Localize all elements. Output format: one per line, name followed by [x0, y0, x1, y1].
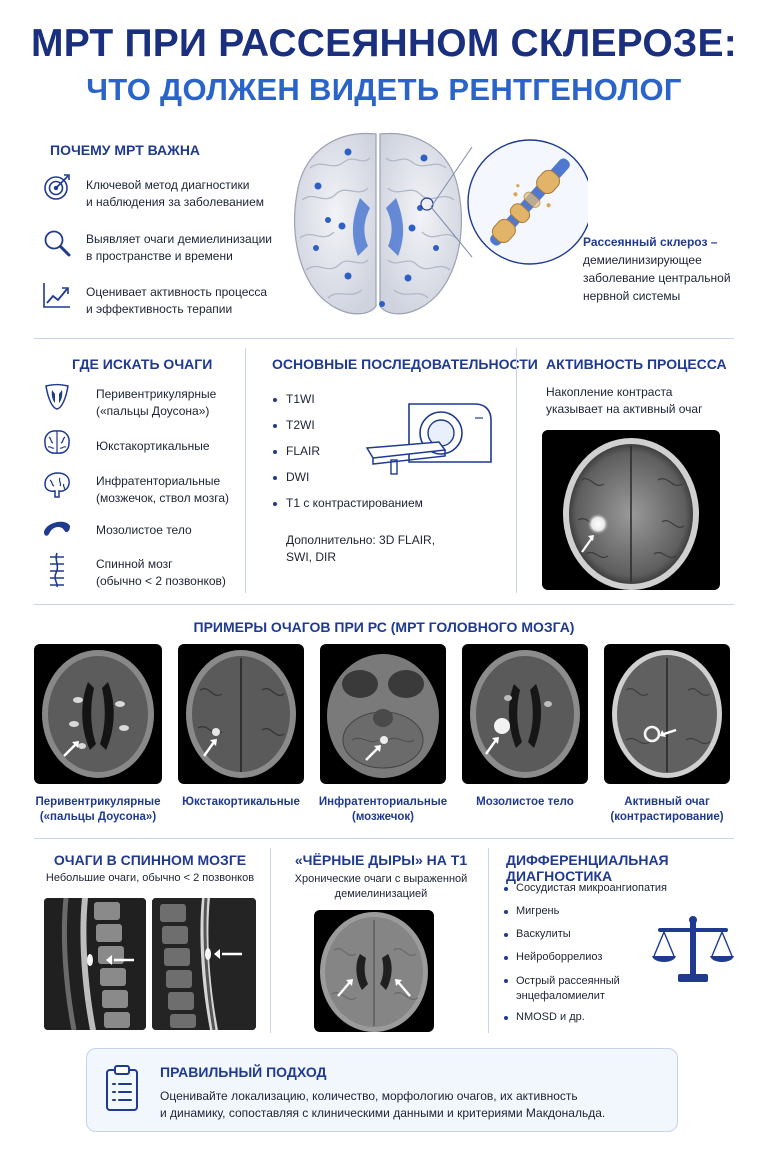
page-subtitle: ЧТО ДОЛЖЕН ВИДЕТЬ РЕНТГЕНОЛОГ — [86, 72, 682, 107]
where-section-title: ГДЕ ИСКАТЬ ОЧАГИ — [72, 356, 213, 372]
where-item-3: Инфратенториальные(мозжечок, ствол мозга… — [96, 474, 229, 505]
brain-illustration — [294, 132, 462, 315]
spinal-subtitle: Небольшие очаги, обычно < 2 позвонков — [45, 872, 255, 884]
target-icon — [44, 174, 70, 200]
sequence-item: FLAIR — [272, 444, 321, 458]
spinal-section-title: ОЧАГИ В СПИННОМ МОЗГЕ — [53, 852, 247, 868]
divider — [245, 348, 246, 593]
diff-item: NMOSD и др. — [504, 1011, 585, 1023]
myelin-zoom-icon — [430, 139, 588, 265]
example-image-periventricular — [34, 644, 162, 784]
mri-scanner-icon — [365, 403, 492, 475]
diff-item: Нейроборрелиоз — [503, 951, 603, 963]
approach-box — [86, 1048, 678, 1132]
example-image-juxtacortical — [178, 644, 304, 784]
example-caption-4: Мозолистое тело — [476, 796, 574, 808]
divider — [34, 338, 734, 339]
divider — [34, 604, 734, 605]
sequence-item: T1 с контрастированием — [273, 496, 423, 510]
sequences-section-title: ОСНОВНЫЕ ПОСЛЕДОВАТЕЛЬНОСТИ — [272, 356, 538, 372]
example-image-active-lesion — [604, 644, 730, 784]
ventricles-icon — [45, 383, 69, 410]
spinal-mri-image-1 — [44, 898, 146, 1030]
cerebellum-icon — [44, 472, 70, 498]
approach-text: Оценивайте локализацию, количество, морф… — [160, 1089, 606, 1120]
example-caption-1: Перивентрикулярные(«пальцы Доусона») — [35, 796, 161, 823]
diff-item: Васкулиты — [504, 928, 571, 940]
where-item-4: Мозолистое тело — [96, 523, 192, 537]
divider — [270, 848, 271, 1033]
where-item-2: Юкстакортикальные — [96, 439, 210, 453]
sequence-item: T2WI — [273, 418, 315, 432]
brain-icon — [44, 430, 70, 454]
scales-icon — [652, 916, 734, 982]
example-image-corpus-callosum — [462, 644, 588, 784]
trend-chart-icon — [43, 283, 70, 308]
diff-item: Сосудистая микроангиопатия — [504, 882, 667, 894]
where-item-1: Перивентрикулярные(«пальцы Доусона») — [96, 387, 217, 418]
black-holes-mri-image — [314, 910, 434, 1032]
clipboard-icon — [106, 1065, 138, 1111]
black-holes-section-title: «ЧЁРНЫЕ ДЫРЫ» НА Т1 — [294, 852, 468, 868]
activity-section-title: АКТИВНОСТЬ ПРОЦЕССА — [546, 356, 727, 372]
diff-section-title: ДИФФЕРЕНЦИАЛЬНАЯ ДИАГНОСТИКА — [506, 852, 669, 884]
ms-definition: Рассеянный склероз – демиелинизирующее з… — [583, 235, 731, 303]
example-caption-3: Инфратенториальные(мозжечок) — [318, 796, 448, 823]
where-item-5: Спинной мозг(обычно < 2 позвонков) — [96, 557, 226, 588]
divider — [488, 848, 489, 1033]
sequences-extra: Дополнительно: 3D FLAIR,SWI, DIR — [286, 533, 436, 564]
divider — [516, 348, 517, 593]
why-section-title: ПОЧЕМУ МРТ ВАЖНА — [50, 142, 201, 158]
diff-item: Мигрень — [503, 905, 560, 917]
magnifier-icon — [44, 230, 71, 257]
examples-section-title: ПРИМЕРЫ ОЧАГОВ ПРИ РС (МРТ ГОЛОВНОГО МОЗ… — [193, 619, 575, 635]
corpus-callosum-icon — [44, 521, 70, 536]
spinal-mri-image-2 — [152, 898, 256, 1030]
sequence-item: T1WI — [273, 392, 315, 406]
example-image-infratentorial — [320, 644, 446, 784]
example-caption-2: Юкстакортикальные — [182, 796, 300, 808]
spine-icon — [50, 552, 64, 588]
approach-title: ПРАВИЛЬНЫЙ ПОДХОД — [160, 1064, 327, 1080]
page-title: МРТ ПРИ РАССЕЯННОМ СКЛЕРОЗЕ: — [31, 22, 737, 65]
activity-mri-image — [542, 430, 720, 590]
divider — [34, 838, 734, 839]
example-caption-5: Активный очаг(контрастирование) — [610, 796, 724, 823]
sequence-item: DWI — [272, 470, 310, 484]
